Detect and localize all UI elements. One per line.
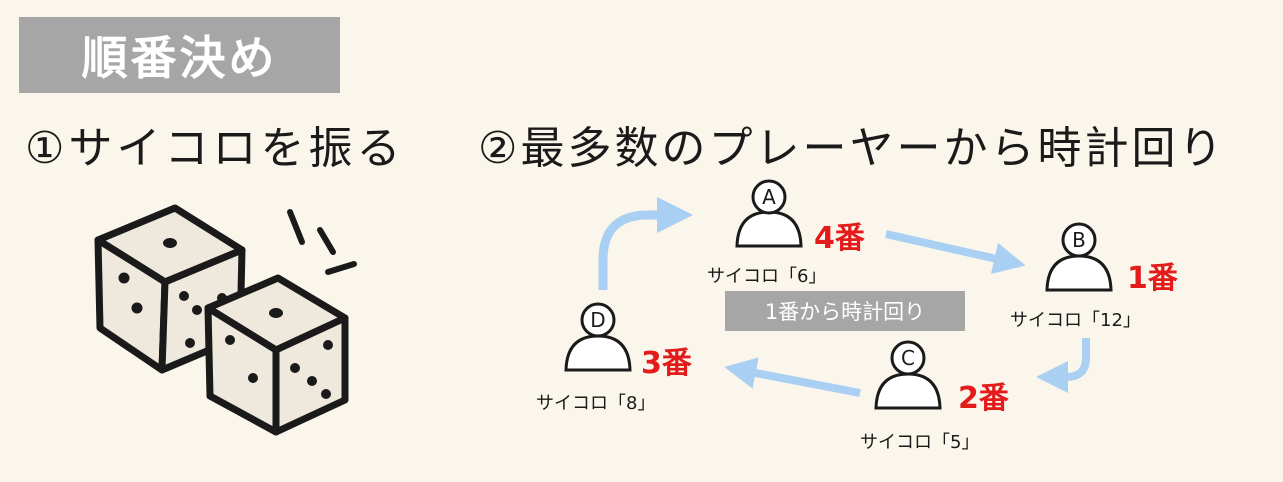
player-a-letter: A (762, 185, 776, 209)
player-b-rank: 1番 (1127, 261, 1178, 296)
player-c-rank: 2番 (958, 381, 1009, 416)
dice-illustration (94, 204, 357, 436)
arrow-d-to-a (598, 197, 693, 290)
step-1-heading: ①サイコロを振る (25, 123, 405, 174)
player-d-rank: 3番 (641, 346, 692, 381)
page-title: 順番決め (81, 31, 278, 85)
arrow-c-to-d (724, 357, 861, 397)
player-c-icon (874, 340, 942, 410)
player-a-rank: 4番 (814, 221, 865, 256)
order-note-box: 1番から時計回り (725, 291, 965, 331)
shake-lines (287, 209, 357, 275)
player-c-roll: サイコロ「5」 (860, 432, 980, 453)
player-b-icon (1045, 222, 1113, 292)
player-d-roll: サイコロ「8」 (536, 393, 656, 414)
arrow-a-to-b (885, 230, 1026, 275)
player-b-roll: サイコロ「12」 (1010, 310, 1141, 331)
title-banner: 順番決め (19, 17, 340, 93)
arrow-b-to-c (1036, 338, 1090, 393)
player-a-icon (735, 179, 803, 248)
player-c-letter: C (901, 346, 915, 370)
order-note: 1番から時計回り (764, 300, 926, 324)
player-d-letter: D (590, 308, 605, 332)
player-d-icon (564, 302, 632, 372)
step-2-heading: ②最多数のプレーヤーから時計回り (478, 123, 1226, 174)
player-b-letter: B (1072, 228, 1086, 252)
player-a-roll: サイコロ「6」 (707, 266, 827, 287)
